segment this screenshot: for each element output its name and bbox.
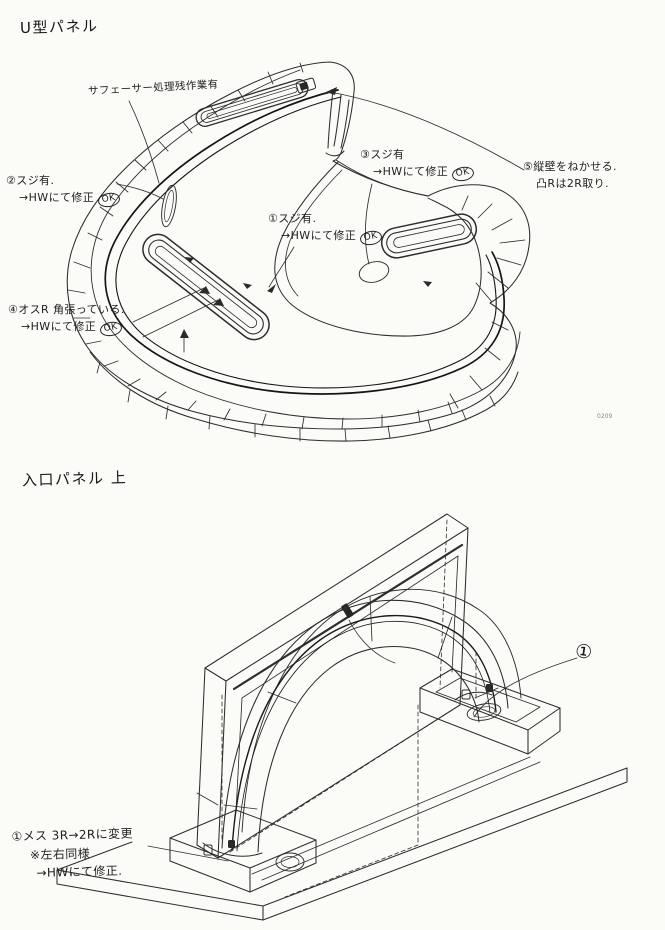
- arch-channel: [231, 614, 497, 852]
- outer-rim-offset: [90, 69, 521, 420]
- arrowhead: [180, 329, 189, 338]
- arrowhead: [326, 87, 337, 95]
- arrowhead: [243, 283, 252, 289]
- arrowhead: [213, 298, 224, 306]
- leaders-top: [116, 87, 525, 353]
- note4-arrow-line1: [142, 299, 219, 338]
- thickness-ticks: [96, 361, 496, 442]
- bottom-drawing-title: 入口パネル 上: [21, 468, 128, 490]
- right-pedestal: [419, 668, 561, 755]
- entrance-panel-drawing: [56, 513, 628, 921]
- top-drawing-title: U型パネル: [19, 16, 99, 38]
- arch-front-inner: [257, 646, 480, 853]
- arm-end-face: [325, 89, 350, 157]
- wall-clip-detail: [341, 603, 354, 618]
- top-groove-clip: [295, 77, 317, 94]
- inner-island-edge: [274, 161, 482, 337]
- left-oval: [161, 184, 177, 228]
- ok-stamp: OK: [451, 165, 476, 183]
- arch: [221, 588, 522, 853]
- arrowhead: [185, 257, 194, 263]
- callout1-leader: [473, 657, 578, 718]
- bottom-note-line3: →HWにて修正.: [36, 863, 123, 881]
- arrowhead: [267, 284, 276, 293]
- bottom-note-line1: ①メス 3R→2Rに変更: [11, 826, 134, 844]
- arch-top-back: [241, 588, 522, 833]
- left-pedestal: [169, 809, 317, 893]
- ok-stamp: OK: [359, 229, 384, 247]
- base-plate: [56, 756, 628, 921]
- hidden-edges: [221, 519, 477, 898]
- note5-leader: [329, 91, 525, 171]
- note-5-line1: ⑤縦壁をねかせる.: [523, 160, 617, 173]
- bottom-groove: [142, 233, 270, 341]
- ok-stamp: OK: [97, 191, 122, 209]
- note-5-line2: 凸Rは2R取り.: [536, 177, 609, 191]
- mouth-edge: [335, 159, 429, 197]
- page-number: 0209: [597, 413, 613, 420]
- note-4-line1: ④オスR 角張っている.: [8, 303, 125, 316]
- note-3-line1: ③スジ有: [360, 148, 405, 161]
- note3-leader: [365, 183, 373, 265]
- note1-leader: [268, 246, 295, 288]
- bottom-note: ①メス 3R→2Rに変更 ※左右同様 →HWにて修正.: [11, 824, 134, 883]
- note2-leader: [116, 183, 164, 200]
- inner-island-offset: [285, 169, 343, 297]
- leaders-bottom: [147, 657, 578, 862]
- note-2-line1: ②スジ有.: [6, 174, 55, 187]
- ok-stamp: OK: [99, 320, 124, 338]
- segment-ticks: [67, 62, 526, 430]
- u-panel-outer-silhouette: [66, 61, 531, 430]
- bottom-thickness-edge: [89, 351, 519, 442]
- right-groove: [380, 213, 478, 259]
- note4-arrow-line2: [132, 287, 205, 323]
- surfacer-leader: [128, 100, 160, 184]
- arrowhead: [199, 286, 210, 294]
- right-foot-details: [454, 684, 502, 721]
- streak3-blob: [358, 261, 390, 283]
- left-foot-details: [202, 840, 305, 872]
- recessed-channel: [104, 89, 505, 395]
- note-1-line1: ①スジ有.: [268, 212, 317, 225]
- arrowhead: [423, 281, 432, 287]
- arch-front-outer: [221, 599, 509, 849]
- bottom-note-leader: [147, 845, 229, 862]
- u-panel-drawing: [66, 61, 531, 442]
- note-5: ⑤縦壁をねかせる. 凸Rは2R取り.: [523, 158, 617, 192]
